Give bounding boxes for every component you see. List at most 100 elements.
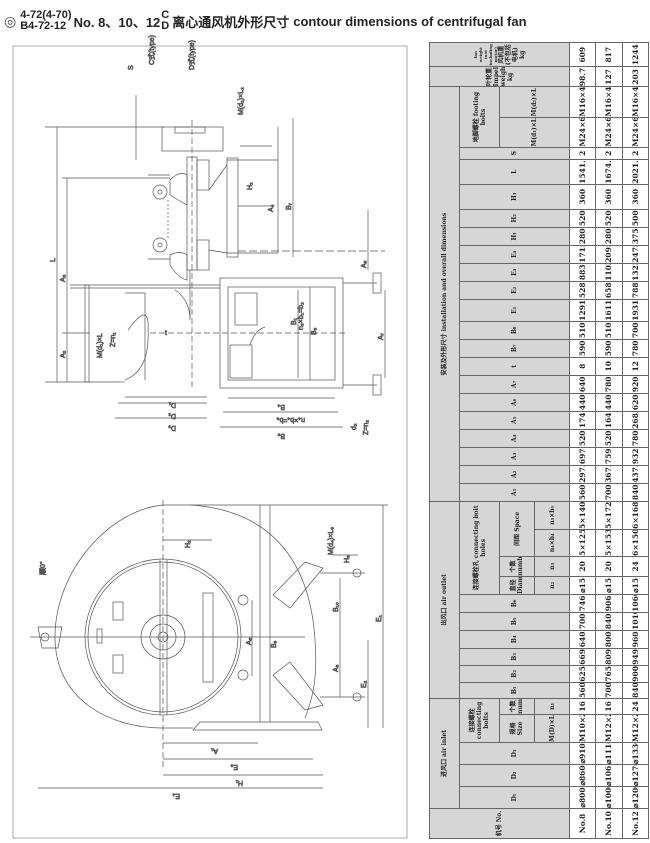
document-title: ◎ 4-72(4-70) B4-72-12 No. 8、10、12 C D 离心… <box>4 3 527 39</box>
table-cell: 440 <box>595 393 623 412</box>
table-cell: 127 <box>595 66 623 87</box>
header-space: 间距 Space <box>499 501 535 557</box>
table-cell: 16 <box>569 698 596 715</box>
header-s: S <box>459 147 570 160</box>
inlet-wall <box>84 284 90 383</box>
header-h2: H₂ <box>459 209 570 228</box>
table-cell: 2 <box>569 147 596 160</box>
table-cell: 658 <box>595 281 623 300</box>
table-cell: ⌀1110 <box>595 742 623 765</box>
table-cell: 520 <box>595 209 623 228</box>
header-n1: n₁ <box>534 698 570 715</box>
type-stack: C D <box>161 10 169 32</box>
header-h1: H₁ <box>459 227 570 246</box>
label-md2l2: M(d₂)×L₂ <box>238 87 245 115</box>
table-cell: 164 <box>595 411 623 430</box>
table-cell: 960 <box>622 630 649 649</box>
table-cell: M16×400 <box>595 86 623 118</box>
label-H3: H₃ <box>344 555 351 563</box>
table-cell: 560 <box>569 682 596 699</box>
table-cell: 609 <box>569 42 596 67</box>
label-B10: B₁₀ <box>333 602 340 612</box>
table-cell: 759 <box>595 447 623 466</box>
table-cell: ⌀910 <box>569 742 596 765</box>
bearing-block <box>196 239 210 271</box>
header-e1: E₁ <box>459 299 570 322</box>
table-cell: 520 <box>569 209 596 228</box>
table-cell: 203 <box>622 66 649 87</box>
table-cell: 437.5 <box>622 465 649 484</box>
bearing-block <box>196 159 210 191</box>
table-cell: 949 <box>622 648 649 666</box>
table-cell: 1010 <box>622 612 649 631</box>
header-b4: B₄ <box>459 630 570 649</box>
label-E2: E₂ <box>361 680 368 688</box>
label-A4: A₄ <box>268 204 275 212</box>
table-cell: ⌀1270 <box>622 764 649 787</box>
lower-outlet-flange <box>272 661 324 711</box>
table-cell: 1066 <box>622 594 649 613</box>
table-cell: 620 <box>622 393 649 412</box>
table-cell: 1674.5 <box>595 159 623 185</box>
table-cell: M24×630 <box>622 117 649 148</box>
table-cell: 2 <box>595 147 623 160</box>
table-cell: 360 <box>595 184 623 210</box>
table-cell: ⌀15 <box>569 576 596 595</box>
table-cell: 746 <box>569 594 596 613</box>
header-fan-weight-cn: 风机重(不包括电机) kg <box>498 44 526 66</box>
table-cell: 700 <box>595 483 623 502</box>
header-n4b4: n₄×b₄ <box>534 529 570 557</box>
header-fan-weight-en: fan weight (not including motor) <box>473 44 498 66</box>
lifting-lug <box>37 626 63 649</box>
table-cell: 6×150 <box>622 529 649 557</box>
label-A5: A₅ <box>361 260 368 268</box>
label-B6: B₆ <box>277 432 285 439</box>
table-cell: 900 <box>622 665 649 683</box>
header-b5: B₅ <box>459 612 570 631</box>
table-cell: 1611 <box>595 299 623 322</box>
table-cell: 367.5 <box>595 465 623 484</box>
bracket-frame <box>226 157 239 258</box>
label-md1l: M(d₁)×L <box>97 333 104 358</box>
table-cell: 20 <box>595 556 623 577</box>
header-a2: A₂ <box>459 465 570 484</box>
label-zm2: Z=n₂ <box>363 420 370 435</box>
table-cell: 560 <box>569 483 596 502</box>
header-a5: A₅ <box>459 411 570 430</box>
table-cell: 700 <box>595 682 623 699</box>
table-cell: 5×125 <box>569 529 596 557</box>
table-cell: 932 <box>622 447 649 466</box>
header-d3: D₃ <box>459 742 570 765</box>
table-cell: 625 <box>569 665 596 683</box>
header-installation: 安装及外形尺寸 installation and overall dimensi… <box>429 86 460 502</box>
base-plate <box>192 721 323 731</box>
table-cell: M16×400 <box>622 86 649 118</box>
header-no: 机号 No. <box>429 808 570 839</box>
series-stack: 4-72(4-70) B4-72-12 <box>20 10 71 32</box>
fan-number-cell: No.10 <box>595 808 623 839</box>
header-md1l: M(d₁)×L <box>499 117 570 148</box>
table-cell: 10 <box>595 357 623 376</box>
table-cell: ⌀860 <box>569 764 596 787</box>
label-A7: A₇ <box>378 332 385 340</box>
table-cell: 780 <box>595 375 623 394</box>
label-zm1: Z=n₁ <box>110 332 117 347</box>
table-cell: ⌀1330 <box>622 742 649 765</box>
table-cell: 268.5 <box>622 411 649 430</box>
fan-number-cell: No.8 <box>569 808 596 839</box>
header-installation-en: installation and overall dimensions <box>441 212 448 332</box>
table-cell: 16 <box>595 698 623 715</box>
header-n3: n₃ <box>534 556 570 577</box>
header-a1: A₁ <box>459 483 570 502</box>
table-cell: M24×630 <box>595 117 623 148</box>
table-cell: M12×20 <box>622 714 649 743</box>
table-cell: 2 <box>622 147 649 160</box>
label-D1: D₁ <box>168 401 176 408</box>
table-cell: 6×168 <box>622 501 649 530</box>
coupling-cap <box>174 126 206 134</box>
header-number: 个数 number <box>499 698 535 715</box>
header-b7: B₇ <box>459 339 570 358</box>
table-cell: 788 <box>622 281 649 300</box>
